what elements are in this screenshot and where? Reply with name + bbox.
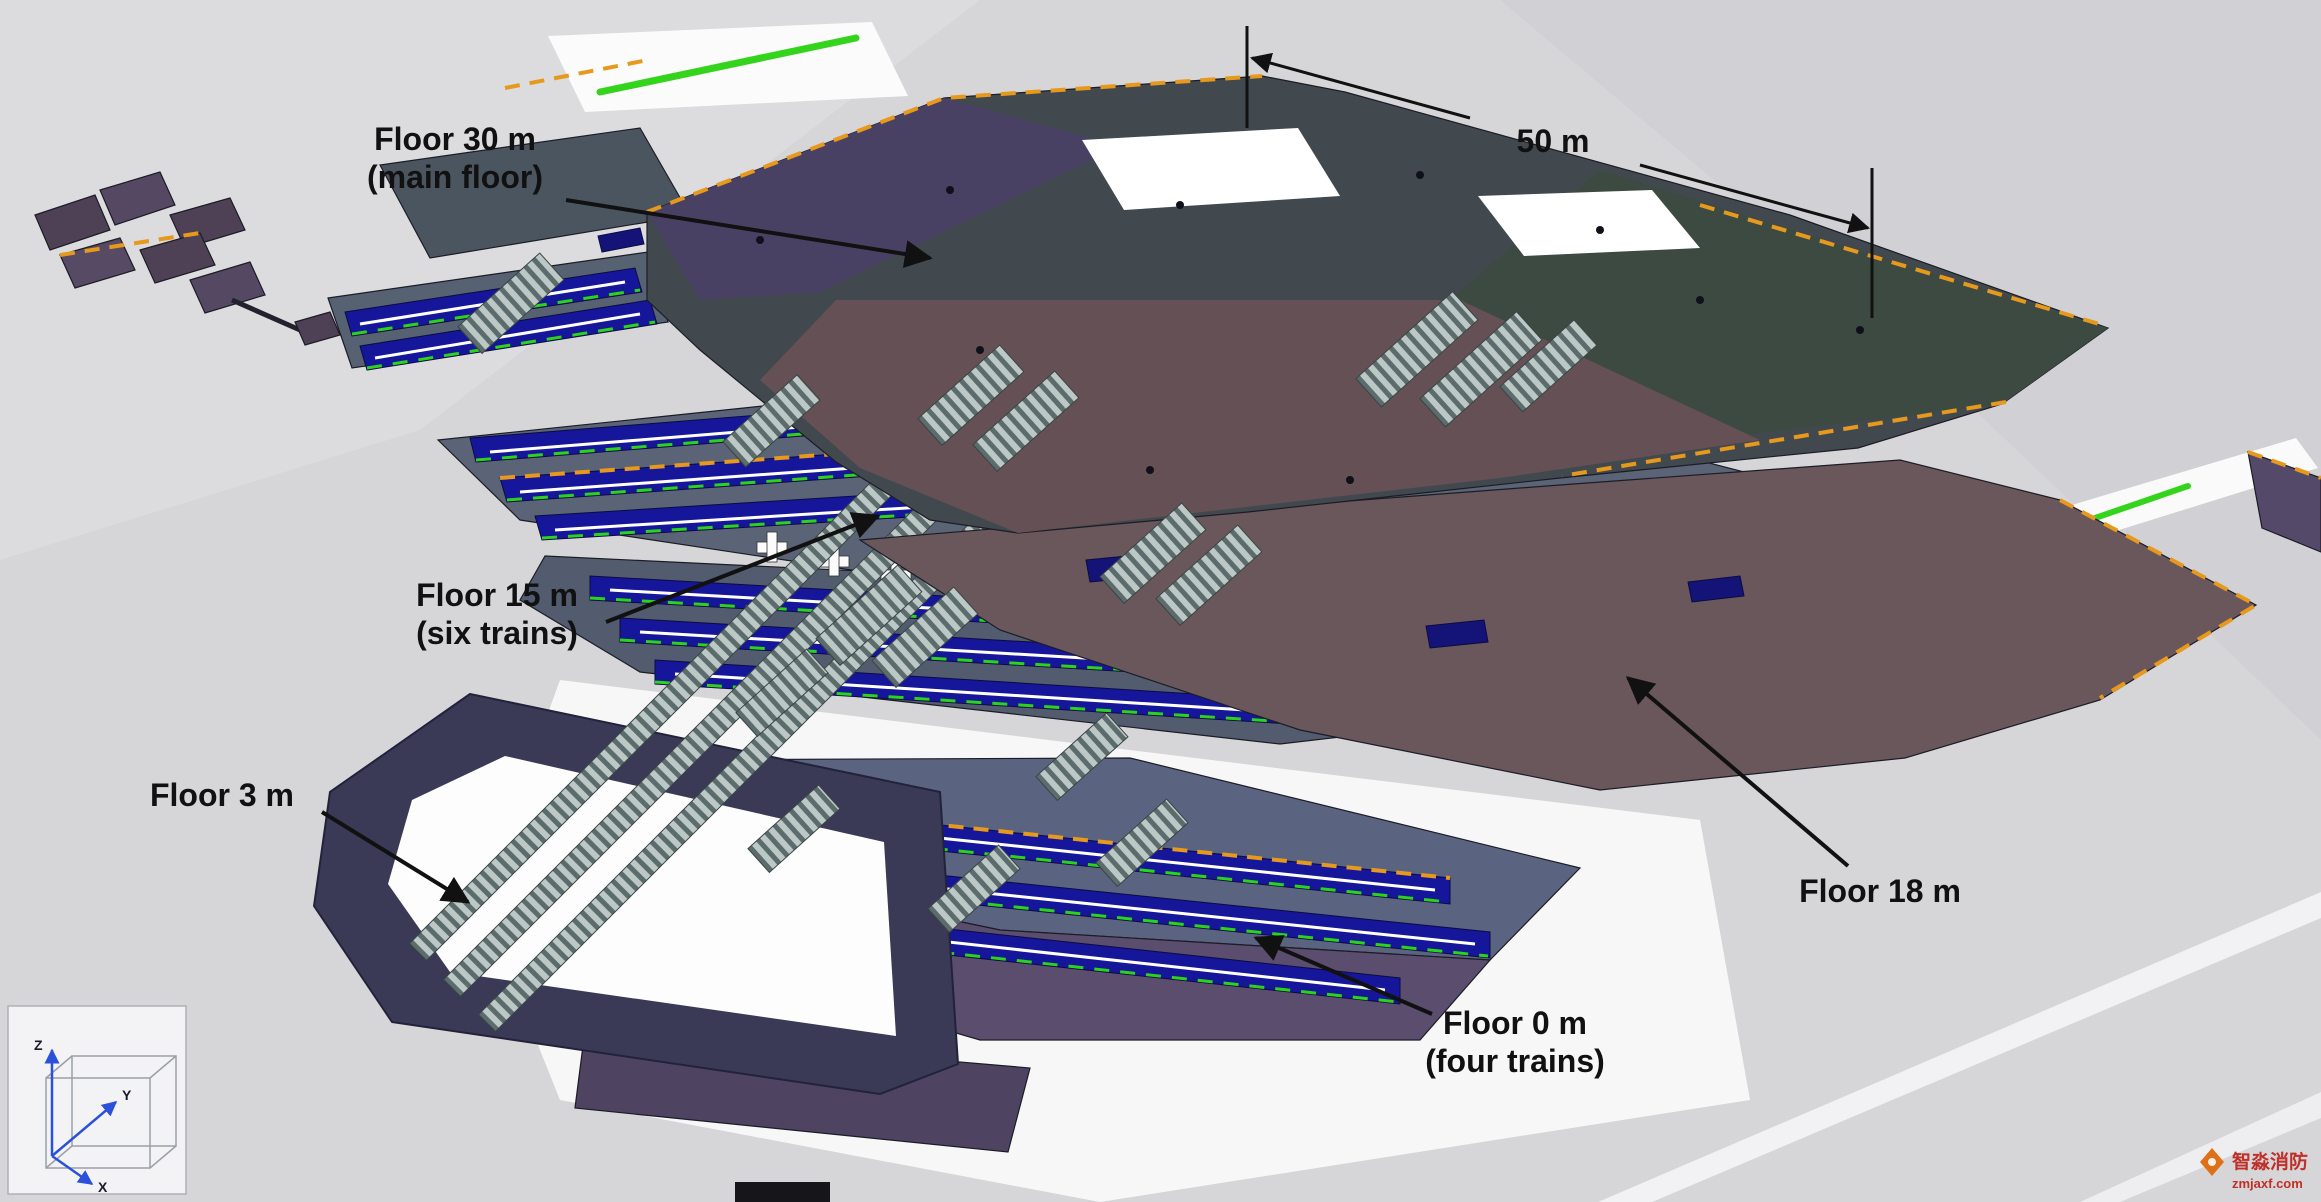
annotation-floor30: Floor 30 m (main floor) xyxy=(367,121,933,268)
y-axis-label: Y xyxy=(122,1087,132,1103)
fragment-orange-edge xyxy=(2247,450,2321,480)
floor15-label-line1: Floor 15 m xyxy=(416,577,578,613)
stair-unit xyxy=(917,344,1025,447)
axis-gizmo-panel xyxy=(7,1005,187,1195)
y-axis-arrow xyxy=(51,1101,118,1157)
floor30-label-line2: (main floor) xyxy=(367,159,543,195)
floor0-label-line2: (four trains) xyxy=(1425,1043,1605,1079)
axis-cube-wireframe xyxy=(45,1055,177,1169)
platform-green-edge xyxy=(754,878,1489,958)
floor30-label-line1: Floor 30 m xyxy=(374,121,536,157)
vent-dot xyxy=(1346,476,1354,484)
stair-unit xyxy=(1355,290,1479,408)
floor30-orange-edge-top xyxy=(646,74,1263,214)
stair-unit xyxy=(722,374,821,468)
floor3-arrow xyxy=(320,810,471,904)
ancillary-building xyxy=(34,171,341,346)
stair-unit xyxy=(815,564,923,667)
white-road-strip-1 xyxy=(1598,892,2321,1202)
stair-unit xyxy=(871,586,979,689)
stair-unit xyxy=(972,370,1080,473)
floor18-arrow xyxy=(1625,676,1850,868)
platform-green-edge xyxy=(541,472,1566,540)
stair-unit xyxy=(1095,798,1189,888)
dimension-line-right xyxy=(1639,163,1871,234)
watermark: 智淼消防 zmjaxf.com xyxy=(2200,1148,2308,1191)
building-block xyxy=(139,232,216,284)
vent-dot xyxy=(946,186,954,194)
floor30-arrow xyxy=(565,198,933,268)
floor30-opening-1 xyxy=(1082,128,1340,210)
stair-unit xyxy=(747,784,841,874)
building-block xyxy=(34,194,111,251)
floor18-opening xyxy=(1425,619,1489,649)
stair-unit xyxy=(1035,712,1129,802)
long-ramps xyxy=(408,447,992,1033)
vent-dot xyxy=(1696,296,1704,304)
x-axis-arrow xyxy=(51,1154,94,1186)
floor15-label-line2: (six trains) xyxy=(416,615,578,651)
stair-unit xyxy=(457,252,565,355)
building-block xyxy=(99,171,176,226)
stair-unit xyxy=(735,648,829,738)
vent-dot xyxy=(1596,226,1604,234)
platform-green-edge xyxy=(351,288,641,336)
platform-green-edge xyxy=(475,392,1305,462)
annotation-floor0: Floor 0 m (four trains) xyxy=(1253,935,1605,1079)
vent-dot xyxy=(1416,171,1424,179)
building-block xyxy=(59,237,136,289)
x-axis-label: X xyxy=(98,1179,108,1195)
platform-green-edge xyxy=(699,822,1449,904)
watermark-site: zmjaxf.com xyxy=(2232,1176,2303,1191)
axis-gizmo: Z Y X xyxy=(7,1005,187,1195)
floor18-opening xyxy=(1687,575,1745,603)
floor3-loop xyxy=(313,693,959,1095)
floor0-label-line1: Floor 0 m xyxy=(1443,1005,1587,1041)
floor30-orange-edge-bottom xyxy=(1561,400,2007,478)
vent-dot xyxy=(1146,466,1154,474)
annotation-floor18: Floor 18 m xyxy=(1625,676,1961,909)
platform-orange-edge xyxy=(499,406,1481,480)
stair-unit xyxy=(1155,524,1263,627)
floor3-loop-inner xyxy=(388,756,896,1036)
cutout xyxy=(766,531,778,563)
vent-dot xyxy=(1856,326,1864,334)
floor30-vent-opening xyxy=(597,227,645,253)
z-axis-label: Z xyxy=(34,1037,43,1053)
tunnel-stub xyxy=(735,1182,830,1202)
green-line-left xyxy=(596,34,860,96)
building-block xyxy=(294,311,341,346)
annotation-floor15: Floor 15 m (six trains) xyxy=(416,512,881,651)
platform-centerline xyxy=(374,312,641,360)
floor15-arrow xyxy=(605,512,881,624)
stair-unit xyxy=(1499,319,1598,413)
floor18-label: Floor 18 m xyxy=(1799,873,1961,909)
floor3-label: Floor 3 m xyxy=(150,777,294,813)
vent-dot xyxy=(976,346,984,354)
floor30-orange-edge-right xyxy=(1699,203,2107,328)
floor30-purple-zone xyxy=(647,98,1120,300)
floor0-arrow xyxy=(1253,935,1433,1016)
building-connector xyxy=(230,297,302,333)
dimension-line-left xyxy=(1249,52,1471,120)
building-block xyxy=(189,261,266,314)
stair-units xyxy=(457,252,1598,934)
stair-unit xyxy=(1099,502,1207,605)
watermark-brand: 智淼消防 xyxy=(2232,1150,2308,1173)
dimension-label: 50 m xyxy=(1517,123,1590,159)
ground-shade-dark xyxy=(1500,0,2321,740)
stair-unit xyxy=(1419,310,1543,428)
white-road-strip-2 xyxy=(2080,1092,2321,1202)
floor30-opening-2 xyxy=(1478,190,1700,256)
platform-green-edge xyxy=(366,320,656,370)
watermark-logo-dot xyxy=(2208,1158,2216,1166)
vent-dot xyxy=(1176,201,1184,209)
annotation-floor3: Floor 3 m xyxy=(150,777,471,904)
platform-green-edge xyxy=(809,936,1399,1004)
annotation-dimension-50m: 50 m xyxy=(1245,26,1874,318)
vent-dot xyxy=(756,236,764,244)
stair-unit xyxy=(927,844,1021,934)
